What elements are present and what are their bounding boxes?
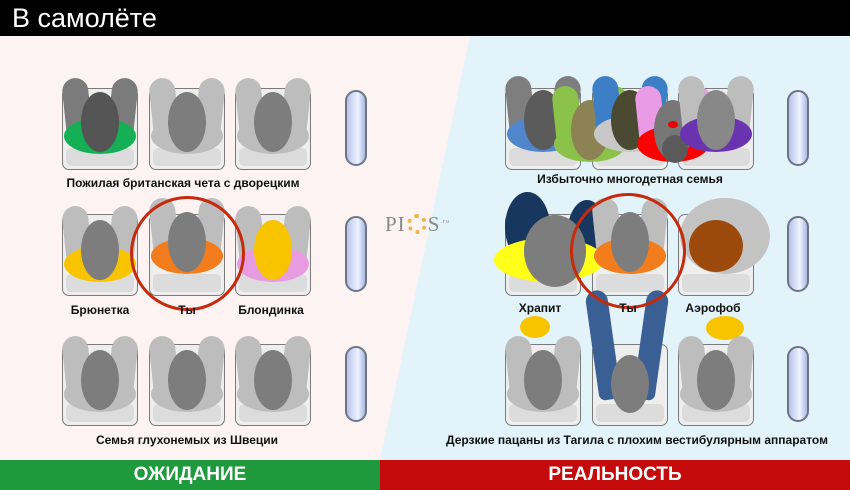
head <box>168 92 206 152</box>
head <box>524 350 562 410</box>
seat-label-brunette: Брюнетка <box>70 303 130 317</box>
head <box>254 92 292 152</box>
seat-label-snorer: Храпит <box>518 301 562 315</box>
window <box>787 216 809 292</box>
seat-label-you-reality: Ты <box>619 301 637 315</box>
seat-cushion <box>596 404 664 422</box>
seat-cushion <box>153 148 221 166</box>
row-label-tagil-guys: Дерзкие пацаны из Тагила с плохим вестиб… <box>446 433 828 447</box>
head <box>697 90 735 150</box>
aerophobe-head <box>689 220 743 272</box>
hair <box>520 316 550 338</box>
highlight-ring <box>130 196 245 311</box>
row-label-big-family: Избыточно многодетная семья <box>537 172 723 186</box>
head <box>81 92 119 152</box>
head <box>254 350 292 410</box>
page-title: В самолёте <box>0 0 850 36</box>
seat-label-aerophobe: Аэрофоб <box>685 301 741 315</box>
window <box>787 90 809 166</box>
window <box>345 216 367 292</box>
head <box>254 220 292 280</box>
reality-caption: РЕАЛЬНОСТЬ <box>380 460 850 490</box>
head <box>81 220 119 280</box>
seat-label-you: Ты <box>178 303 196 317</box>
row-label-british-couple: Пожилая британская чета с дворецким <box>66 176 300 190</box>
bowtie-icon <box>668 121 678 128</box>
seat-cushion <box>66 148 134 166</box>
seat-cushion <box>239 148 307 166</box>
seat-label-blonde: Блондинка <box>238 303 304 317</box>
head <box>697 350 735 410</box>
highlight-ring <box>570 193 686 309</box>
window <box>345 90 367 166</box>
expectation-caption: ОЖИДАНИЕ <box>0 460 380 490</box>
seat-cushion <box>682 274 750 292</box>
window <box>787 346 809 422</box>
head <box>611 355 649 413</box>
window <box>345 346 367 422</box>
row-label-swedish-family: Семья глухонемых из Швеции <box>95 433 279 447</box>
head <box>168 350 206 410</box>
head <box>81 350 119 410</box>
